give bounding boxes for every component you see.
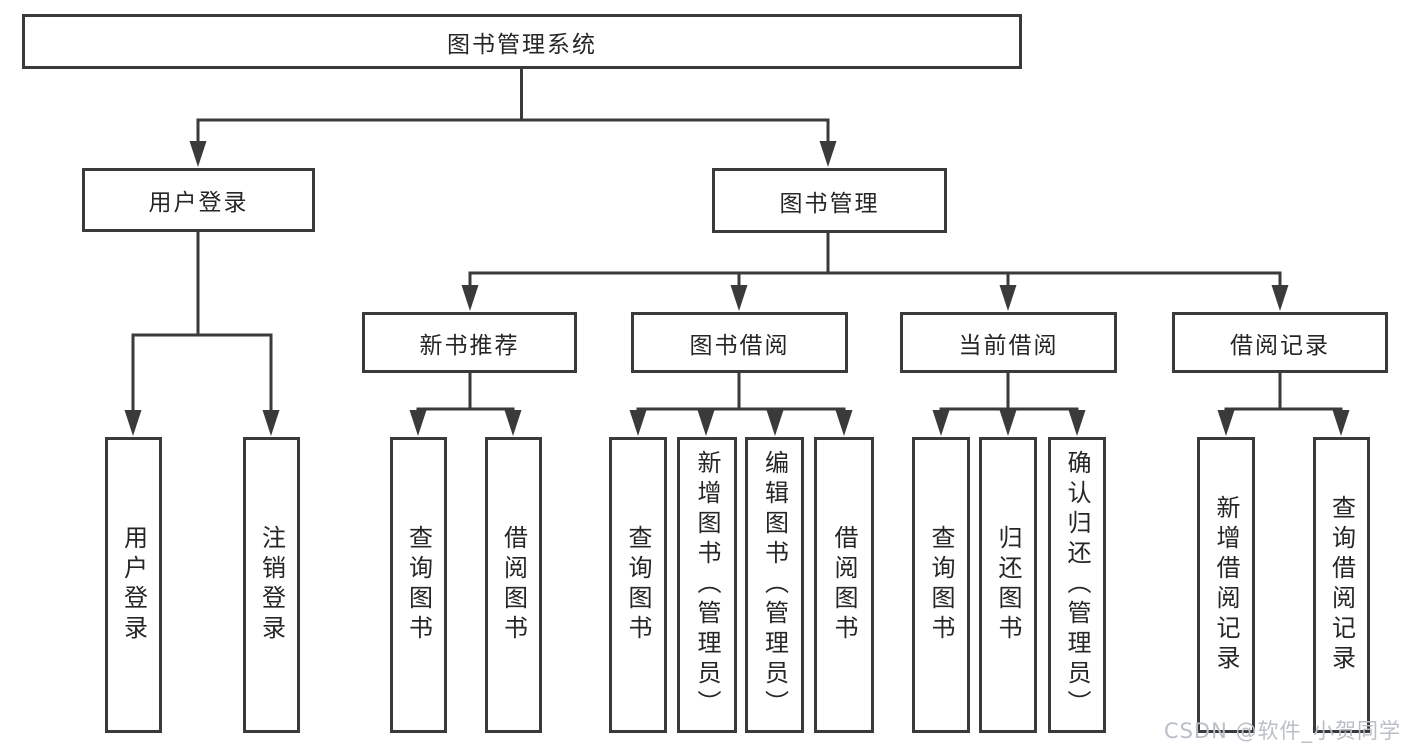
leaf-edit-books-admin: 编辑图书（管理员） [745,437,804,733]
connector-user-login [131,232,273,412]
connector-book-borrowing [636,373,846,413]
arrowhead-icon [819,141,837,167]
node-root: 图书管理系统 [22,14,1022,69]
leaf-add-borrow-record: 新增借阅记录 [1197,437,1255,733]
leaf-query-books-recommend: 查询图书 [390,437,447,733]
arrowhead-icon [409,410,427,436]
leaf-confirm-return-admin: 确认归还（管理员） [1048,437,1106,733]
node-new-book-recommendation-label: 新书推荐 [419,332,520,359]
connector-new-book-recommendation [416,373,515,413]
node-borrowing-records: 借阅记录 [1172,312,1388,373]
node-book-borrowing: 图书借阅 [631,312,848,373]
arrowhead-icon [697,410,715,436]
node-book-management-label: 图书管理 [779,190,880,217]
leaf-query-books-current: 查询图书 [912,437,970,733]
arrowhead-icon [124,410,142,436]
arrowhead-icon [730,285,748,311]
node-user-login-label: 用户登录 [148,190,249,216]
arrowhead-icon [932,410,950,436]
arrowhead-icon [189,141,207,167]
leaf-borrow-books-recommend-label: 借阅图书 [499,525,528,645]
arrowhead-icon [1217,410,1235,436]
leaf-query-books-borrowing-label: 查询图书 [624,525,652,645]
leaf-add-books-admin: 新增图书（管理员） [677,437,737,733]
connector-current-borrowing [939,373,1079,413]
leaf-logout: 注销登录 [243,437,300,733]
leaf-query-borrow-record-label: 查询借阅记录 [1327,495,1356,675]
arrowhead-icon [1332,410,1350,436]
leaf-confirm-return-admin-label: 确认归还（管理员） [1063,450,1091,720]
leaf-query-books-current-label: 查询图书 [927,525,955,645]
connector-root [196,69,830,144]
leaf-borrow-books-borrowing-label: 借阅图书 [830,525,858,645]
leaf-query-borrow-record: 查询借阅记录 [1313,437,1370,733]
leaf-user-login: 用户登录 [105,437,162,733]
arrowhead-icon [1271,285,1289,311]
arrowhead-icon [629,410,647,436]
arrowhead-icon [504,410,522,436]
watermark-text: CSDN @软件_小贺同学 [1163,719,1401,743]
node-current-borrowing: 当前借阅 [900,312,1117,373]
connector-borrowing-records [1224,373,1343,413]
leaf-query-books-recommend-label: 查询图书 [404,525,433,645]
leaf-user-login-label: 用户登录 [119,525,148,645]
arrowheads [124,141,1350,436]
arrowhead-icon [766,410,784,436]
arrowhead-icon [835,410,853,436]
connector-book-management [468,233,1282,287]
leaf-logout-label: 注销登录 [257,525,286,645]
leaf-borrow-books-recommend: 借阅图书 [485,437,542,733]
node-book-management: 图书管理 [712,168,947,233]
arrowhead-icon [999,410,1017,436]
leaf-edit-books-admin-label: 编辑图书（管理员） [760,450,789,720]
node-book-borrowing-label: 图书借阅 [689,332,790,359]
leaf-borrow-books-borrowing: 借阅图书 [814,437,874,733]
node-user-login: 用户登录 [82,168,315,232]
arrowhead-icon [999,285,1017,311]
arrowhead-icon [262,410,280,436]
node-root-label: 图书管理系统 [447,31,597,58]
node-new-book-recommendation: 新书推荐 [362,312,577,373]
leaf-add-books-admin-label: 新增图书（管理员） [693,450,721,720]
leaf-query-books-borrowing: 查询图书 [609,437,667,733]
arrowhead-icon [461,285,479,311]
arrowhead-icon [1068,410,1086,436]
leaf-add-borrow-record-label: 新增借阅记录 [1212,495,1240,675]
leaf-return-books: 归还图书 [979,437,1037,733]
leaf-return-books-label: 归还图书 [994,525,1022,645]
node-current-borrowing-label: 当前借阅 [958,332,1059,359]
node-borrowing-records-label: 借阅记录 [1230,332,1330,359]
